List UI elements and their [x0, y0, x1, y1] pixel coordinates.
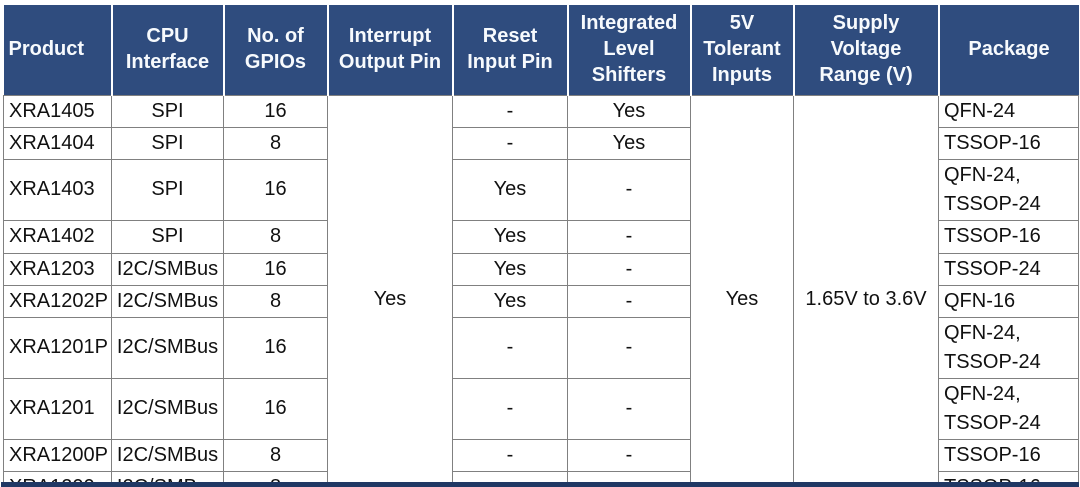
cell-gpios: 16: [223, 158, 328, 221]
table-body: XRA1405 SPI 16 Yes - Yes Yes 1.65V to 3.…: [3, 94, 1079, 487]
cell-integrated-level-shifters: -: [567, 158, 691, 221]
cell-cpu-interface: I2C/SMBus: [111, 438, 224, 472]
cell-reset-input-pin: -: [452, 94, 568, 128]
cell-reset-input-pin: Yes: [452, 284, 568, 318]
cell-integrated-level-shifters: -: [567, 316, 691, 379]
cell-integrated-level-shifters: -: [567, 284, 691, 318]
cell-gpios: 8: [223, 126, 328, 160]
cell-cpu-interface: SPI: [111, 219, 224, 254]
cell-gpios: 8: [223, 219, 328, 254]
cell-package: QFN-24, TSSOP-24: [938, 158, 1079, 221]
cell-cpu-interface: I2C/SMBus: [111, 316, 224, 379]
header-cpu-interface: CPU Interface: [110, 5, 225, 95]
cell-product: XRA1203: [3, 252, 112, 286]
cell-product: XRA1200P: [3, 438, 112, 472]
cell-integrated-level-shifters: -: [567, 377, 691, 440]
cell-product: XRA1405: [3, 94, 112, 128]
table-row: XRA1201P I2C/SMBus 16 - - QFN-24, TSSOP-…: [3, 316, 1079, 379]
cell-gpios: 16: [223, 316, 328, 379]
table-row: XRA1202P I2C/SMBus 8 Yes - QFN-16: [3, 284, 1079, 318]
cell-package: QFN-24, TSSOP-24: [938, 377, 1079, 440]
cell-package: TSSOP-16: [938, 126, 1079, 160]
cell-integrated-level-shifters: -: [567, 219, 691, 254]
header-integrated-level-shifters: Integrated Level Shifters: [566, 5, 692, 95]
cell-cpu-interface: SPI: [111, 158, 224, 221]
product-comparison-table: Product CPU Interface No. of GPIOs Inter…: [3, 5, 1079, 487]
cell-interrupt-output-pin-merged: Yes: [327, 94, 453, 487]
cell-package: TSSOP-16: [938, 219, 1079, 254]
cell-reset-input-pin: -: [452, 438, 568, 472]
cell-product: XRA1404: [3, 126, 112, 160]
cell-package: QFN-24: [938, 94, 1079, 128]
cell-product: XRA1202P: [3, 284, 112, 318]
cell-product: XRA1201P: [3, 316, 112, 379]
table-row: XRA1201 I2C/SMBus 16 - - QFN-24, TSSOP-2…: [3, 377, 1079, 440]
cell-cpu-interface: I2C/SMBus: [111, 377, 224, 440]
cell-5v-tolerant-inputs-merged: Yes: [690, 94, 794, 487]
cell-package: TSSOP-24: [938, 252, 1079, 286]
cell-gpios: 16: [223, 377, 328, 440]
cell-product: XRA1402: [3, 219, 112, 254]
cell-reset-input-pin: -: [452, 377, 568, 440]
cell-integrated-level-shifters: -: [567, 252, 691, 286]
cell-supply-voltage-range-merged: 1.65V to 3.6V: [793, 94, 939, 487]
table-header: Product CPU Interface No. of GPIOs Inter…: [3, 5, 1079, 95]
table-row: XRA1405 SPI 16 Yes - Yes Yes 1.65V to 3.…: [3, 94, 1079, 487]
header-interrupt-output-pin: Interrupt Output Pin: [326, 5, 454, 95]
cell-gpios: 8: [223, 438, 328, 472]
cell-product: XRA1201: [3, 377, 112, 440]
cell-product: XRA1403: [3, 158, 112, 221]
header-package: Package: [937, 5, 1079, 95]
cell-cpu-interface: I2C/SMBus: [111, 252, 224, 286]
cell-cpu-interface: SPI: [111, 94, 224, 128]
cell-package: TSSOP-16: [938, 438, 1079, 472]
header-reset-input-pin: Reset Input Pin: [451, 5, 569, 95]
cell-integrated-level-shifters: Yes: [567, 94, 691, 128]
cell-reset-input-pin: Yes: [452, 252, 568, 286]
cell-gpios: 16: [223, 94, 328, 128]
header-5v-tolerant-inputs: 5V Tolerant Inputs: [689, 5, 795, 95]
cell-integrated-level-shifters: Yes: [567, 126, 691, 160]
cell-cpu-interface: SPI: [111, 126, 224, 160]
cell-cpu-interface: I2C/SMBus: [111, 284, 224, 318]
table-row: XRA1402 SPI 8 Yes - TSSOP-16: [3, 219, 1079, 254]
table-row: XRA1203 I2C/SMBus 16 Yes - TSSOP-24: [3, 252, 1079, 286]
table-row: XRA1200P I2C/SMBus 8 - - TSSOP-16: [3, 438, 1079, 472]
table-row: XRA1403 SPI 16 Yes - QFN-24, TSSOP-24: [3, 158, 1079, 221]
cell-gpios: 8: [223, 284, 328, 318]
header-supply-voltage-range: Supply Voltage Range (V): [792, 5, 940, 95]
header-row: Product CPU Interface No. of GPIOs Inter…: [3, 5, 1079, 95]
table-bottom-border-bar: [1, 482, 1079, 487]
header-product: Product: [3, 5, 113, 95]
table-row: XRA1404 SPI 8 - Yes TSSOP-16: [3, 126, 1079, 160]
cell-package: QFN-16: [938, 284, 1079, 318]
cell-reset-input-pin: -: [452, 316, 568, 379]
header-no-of-gpios: No. of GPIOs: [222, 5, 329, 95]
cell-gpios: 16: [223, 252, 328, 286]
cell-integrated-level-shifters: -: [567, 438, 691, 472]
cell-reset-input-pin: Yes: [452, 158, 568, 221]
cell-package: QFN-24, TSSOP-24: [938, 316, 1079, 379]
cell-reset-input-pin: Yes: [452, 219, 568, 254]
cell-reset-input-pin: -: [452, 126, 568, 160]
